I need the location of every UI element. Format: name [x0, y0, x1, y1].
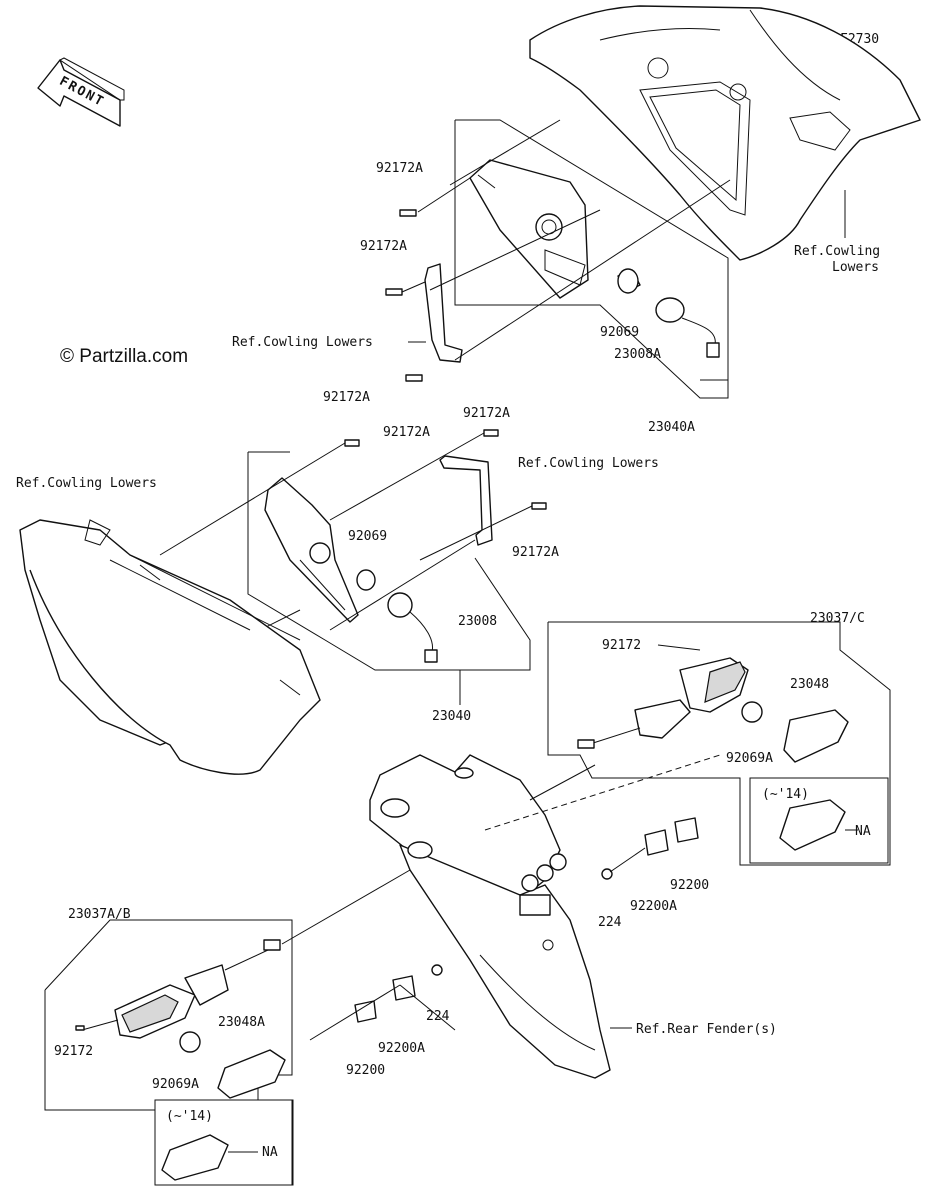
label-turn-signal-23037C: 23037/C	[810, 611, 865, 626]
turn-signal-left-part	[75, 939, 281, 1039]
label-clip-92200-right: 92200	[670, 878, 709, 893]
side-cowling-part	[19, 519, 321, 775]
label-bulb-92069A-right: 92069A	[726, 751, 773, 766]
label-screw-92172-right: 92172	[602, 638, 641, 653]
label-ref-cowling-mid: Ref.Cowling Lowers	[232, 335, 373, 350]
socket-23008A-icon	[655, 297, 720, 358]
watermark: © Partzilla.com	[60, 346, 188, 367]
socket-23008-icon	[387, 592, 438, 663]
mid-bracket-part	[439, 455, 493, 546]
upper-lamp-housing-part	[469, 159, 589, 299]
label-na-right: NA	[855, 824, 871, 839]
turn-signal-23037C-frame	[547, 621, 891, 866]
bulb-92069A-right-icon	[741, 701, 763, 723]
assy-23040A-frame	[454, 119, 729, 399]
label-screw-top-2: 92172A	[360, 239, 407, 254]
rear-fender-part	[369, 754, 611, 1079]
bulb-92069-top-icon	[617, 268, 641, 294]
clip-92200A-right-icon	[644, 829, 669, 856]
label-clip-92200A-left: 92200A	[378, 1041, 425, 1056]
label-socket-23008: 23008	[458, 614, 497, 629]
front-arrow-icon: FRONT	[37, 57, 125, 127]
variant-14-right-frame	[749, 777, 889, 864]
screw-icon	[385, 209, 423, 382]
label-screw-mid-1: 92172A	[463, 406, 510, 421]
label-bulb-92069A-left: 92069A	[152, 1077, 199, 1092]
label-turn-signal-23037AB: 23037A/B	[68, 907, 131, 922]
lens-23048-part	[783, 709, 849, 763]
label-ref-rear-fender: Ref.Rear Fender(s)	[636, 1022, 777, 1037]
label-ref-cowling-right-mid: Ref.Cowling Lowers	[518, 456, 659, 471]
assy-23040-frame	[247, 452, 531, 671]
lens-23048A-part	[217, 1049, 286, 1099]
clip-92200-left-icon	[354, 1000, 377, 1023]
label-screw-top-1: 92172A	[376, 161, 423, 176]
label-assy-23040A: 23040A	[648, 420, 695, 435]
screw-icon	[344, 429, 547, 510]
label-ref-cowling-left: Ref.Cowling Lowers	[16, 476, 157, 491]
label-assy-23040: 23040	[432, 709, 471, 724]
label-variant-14-right: (~'14)	[762, 787, 809, 802]
label-nut-224-left: 224	[426, 1009, 450, 1024]
nut-224-left-icon	[431, 964, 443, 976]
upper-bracket-part	[424, 263, 463, 363]
label-nut-224-right: 224	[598, 915, 622, 930]
variant-14-left-frame	[154, 1099, 294, 1186]
label-lens-23048A: 23048A	[218, 1015, 265, 1030]
label-clip-92200-left: 92200	[346, 1063, 385, 1078]
bulb-92069-mid-icon	[356, 569, 376, 591]
label-screw-left-2: 92172A	[383, 425, 430, 440]
label-ref-cowling-top-right-1: Ref.Cowling	[794, 244, 880, 259]
lens-na-right-part	[779, 799, 858, 851]
turn-signal-right-part	[577, 644, 749, 749]
label-screw-left-1: 92172A	[323, 390, 370, 405]
label-socket-23008A: 23008A	[614, 347, 661, 362]
label-na-left: NA	[262, 1145, 278, 1160]
label-screw-mid-2: 92172A	[512, 545, 559, 560]
bulb-92069A-left-icon	[179, 1031, 201, 1053]
label-bulb-92069-mid: 92069	[348, 529, 387, 544]
label-lens-23048: 23048	[790, 677, 829, 692]
mid-lamp-housing-part	[264, 477, 359, 623]
clip-92200-right-icon	[674, 817, 699, 843]
label-screw-92172-left: 92172	[54, 1044, 93, 1059]
label-bulb-92069-top: 92069	[600, 325, 639, 340]
label-variant-14-left: (~'14)	[166, 1109, 213, 1124]
label-clip-92200A-right: 92200A	[630, 899, 677, 914]
upper-cowling-part	[529, 5, 921, 261]
nut-224-right-icon	[601, 868, 613, 880]
lens-na-left-part	[161, 1134, 258, 1181]
label-ref-cowling-top-right-2: Lowers	[832, 260, 879, 275]
